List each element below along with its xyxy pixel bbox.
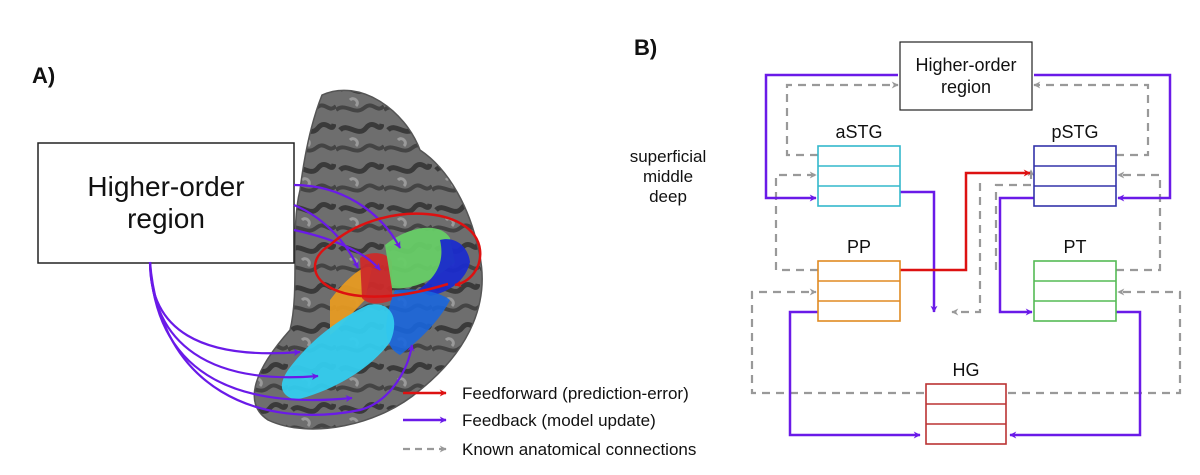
legend: Feedforward (prediction-error) Feedback … <box>403 384 696 459</box>
region-pt: PT <box>1033 237 1117 322</box>
higher-order-region-label-b: Higher-order <box>915 55 1016 75</box>
region-pp: PP <box>817 237 901 322</box>
region-pstg-label: pSTG <box>1051 122 1098 142</box>
legend-anatomical: Known anatomical connections <box>403 440 696 459</box>
legend-feedforward-label: Feedforward (prediction-error) <box>462 384 689 403</box>
panel-b-label: B) <box>634 35 657 60</box>
higher-order-region-label-a-2: region <box>127 203 205 234</box>
feedback-connections <box>764 73 1172 439</box>
layer-label-superficial: superficial <box>630 147 707 166</box>
panel-a-label: A) <box>32 63 55 88</box>
anatomical-connections <box>750 81 1182 395</box>
feedforward-connection <box>900 169 1031 272</box>
panel-a-feedforward-loop <box>313 212 482 298</box>
panel-a-feedback-arrows <box>148 183 415 416</box>
region-pp-label: PP <box>847 237 871 257</box>
region-astg-label: aSTG <box>835 122 882 142</box>
region-astg: aSTG <box>817 122 901 207</box>
legend-feedback-label: Feedback (model update) <box>462 411 656 430</box>
higher-order-region-label-a: Higher-order <box>87 171 244 202</box>
region-hg: HG <box>925 360 1007 445</box>
legend-feedback: Feedback (model update) <box>403 411 656 430</box>
layer-label-deep: deep <box>649 187 687 206</box>
region-pt-label: PT <box>1063 237 1086 257</box>
higher-order-region-box-a <box>37 142 295 264</box>
region-pstg: pSTG <box>1033 122 1117 207</box>
layer-label-middle: middle <box>643 167 693 186</box>
legend-feedforward: Feedforward (prediction-error) <box>403 384 689 403</box>
higher-order-region-box-b <box>899 41 1033 111</box>
higher-order-region-label-b-2: region <box>941 77 991 97</box>
region-hg-label: HG <box>953 360 980 380</box>
legend-anatomical-label: Known anatomical connections <box>462 440 696 459</box>
